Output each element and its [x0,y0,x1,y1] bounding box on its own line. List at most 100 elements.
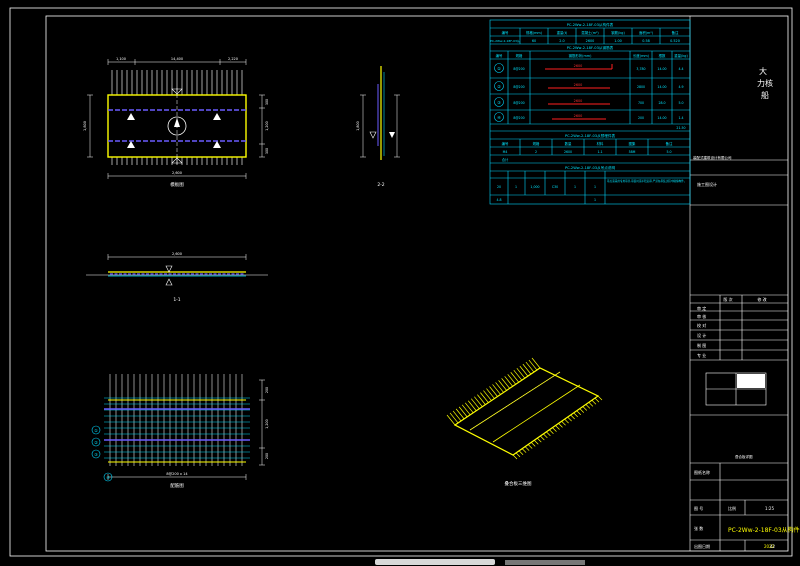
page-label: 42 [770,544,776,549]
t1-title: PC-2Ww-2-18F-03从构件表 [567,22,614,27]
iso-rebar-stub [452,410,462,422]
t2-h3: 长度(mm) [633,53,650,58]
iso-rebar-stub [561,421,566,426]
rebar-grid [104,374,250,466]
t4-r1: 1 [515,185,517,189]
iso-rebar-stub [534,440,539,445]
iso-rebar-stub [585,404,591,409]
svg-text:700: 700 [638,101,644,105]
iso-rebar-stub [528,359,538,371]
iso-rebar-stub [525,361,535,373]
horizontal-scrollbar[interactable] [375,559,495,565]
svg-text:8@200: 8@200 [513,116,524,120]
t1-h6: 备注 [672,30,679,35]
rebar-view-label: 配筋图 [170,482,184,489]
scrollbar-track[interactable] [505,560,585,565]
t4-r0: 20 [497,185,501,189]
section-1-label: 1-1 [173,297,180,303]
north-arrow-icon [167,116,187,136]
t1-r2: 2.0 [559,39,564,43]
iso-rebar-stub [522,363,532,375]
svg-text:4.4: 4.4 [678,67,683,71]
t1-h5: 面积(m²) [639,30,654,35]
iso-rebar-stub [591,399,597,405]
title-block-text: 大 力核 船 装配式建筑设计有限公司 施工图设计 版 次 修 改 审 定 审 核… [693,66,800,549]
svg-text:1.4: 1.4 [678,116,683,120]
t2-title: PC-2Ww-2-18F-03从钢筋表 [567,45,614,50]
drawing-number: PC-2Ww-2-18F-03从构件 [728,526,800,534]
iso-rebar-stub [498,380,507,391]
iso-rebar-stub [510,372,520,383]
lift-point-marker [213,113,221,120]
sig-label-1: 审 定 [697,305,706,311]
iso-rebar-stub [516,367,526,379]
t2-h0: 编号 [496,53,503,58]
svg-text:2,600: 2,600 [172,171,182,175]
iso-rebar-stub [521,448,527,453]
rebar-row-2: ② 8@200 2600 2800 14.00 4.9 [494,81,684,91]
svg-text:300: 300 [265,148,269,154]
scale-label: 比例 [728,505,736,511]
t3-h3: 材料 [597,141,604,146]
t1-h2: 重量(t) [557,30,568,35]
svg-text:200: 200 [265,453,269,459]
t2-total: 21.50 [676,126,685,130]
iso-rebar-stub [579,408,585,413]
svg-text:①: ① [94,428,98,433]
svg-text:2800: 2800 [637,85,645,89]
svg-text:②: ② [497,84,501,89]
isometric-view: 叠合板三维图 [446,357,603,487]
svg-text:①: ① [497,66,501,71]
scale-value: 1:25 [765,506,774,511]
iso-rebar-stub [531,357,541,369]
sheet-outer-frame [9,7,793,557]
iso-rebar-stub [582,406,588,411]
sheet-label: 张 数 [694,525,703,531]
revision-col-2: 修 改 [757,296,766,302]
t3-h5: 备注 [666,141,673,146]
iso-rebar-stub [588,402,594,407]
iso-rebar-stub [515,452,521,458]
t3-r3: 1.1 [597,150,602,154]
t3-r4: 58M [629,150,636,154]
iso-rebar-stub [540,435,545,441]
svg-text:②: ② [94,440,98,445]
sheet-inner-frame [45,15,789,552]
iso-rebar-stub [449,412,459,424]
iso-rebar-stub [524,446,530,451]
t2-h5: 重量(kg) [674,53,688,58]
svg-text:8@200 x 14: 8@200 x 14 [166,472,188,476]
iso-rebar-stub [576,410,581,415]
iso-rebar-stub [543,433,548,439]
section-1-1-view: 2,600 1-1 [86,252,268,303]
svg-text:1,800: 1,800 [83,121,87,131]
svg-text:14,400: 14,400 [171,57,183,61]
date-label: 出图日期 [694,543,710,549]
svg-text:2,220: 2,220 [228,57,238,61]
iso-rebar-stub [597,395,603,401]
date-value: 2022 [764,544,775,549]
sig-label-4: 设 计 [697,332,706,338]
iso-rebar-stub [537,437,542,443]
t1-r4: 1.00 [614,39,622,43]
iso-rebar-stub [549,429,554,434]
company-line-1: 大 [759,66,767,76]
iso-rebar-stub [552,427,557,432]
svg-text:2600: 2600 [574,99,583,103]
iso-rebar-stub [558,423,563,428]
t3-h0: 编号 [502,141,509,146]
company-line-2: 力核 [757,78,773,88]
svg-text:3,780: 3,780 [636,67,645,71]
project-line: 装配式建筑设计有限公司 [693,155,732,160]
t1-r0: PC-2Ww-2-18F-03从 [490,39,520,43]
iso-rebar-stub [594,397,600,403]
svg-text:2600: 2600 [574,64,583,68]
t3-title: PC-2Ww-2-18F-03从预埋件表 [565,133,616,138]
svg-text:2600: 2600 [574,83,583,87]
iso-rebar-stub [474,396,483,407]
t4-row2-5: 1 [594,198,596,202]
t3-h1: 规格 [533,141,540,146]
t1-h0: 编号 [502,30,509,35]
svg-text:14.00: 14.00 [657,67,666,71]
svg-text:8@200: 8@200 [513,101,524,105]
